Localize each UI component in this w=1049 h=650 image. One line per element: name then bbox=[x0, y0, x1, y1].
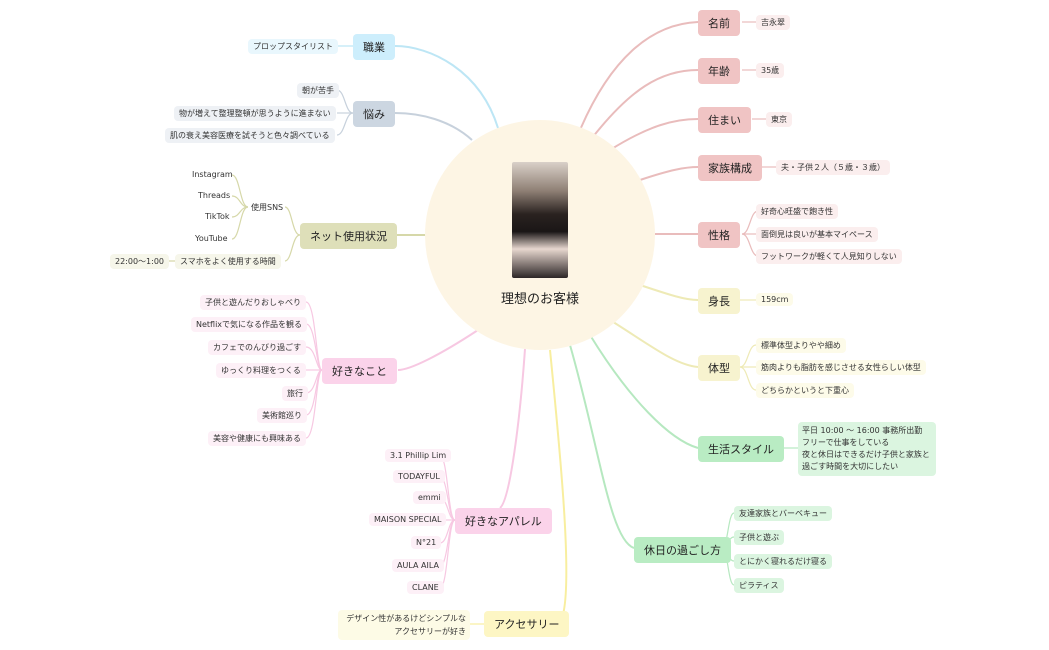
leaf-sns-label[interactable]: 使用SNS bbox=[251, 203, 284, 212]
leaf-apparel[interactable]: AULA AILA bbox=[392, 559, 444, 572]
leaf-accessory-line: アクセサリーが好き bbox=[394, 627, 466, 636]
leaf-personality[interactable]: フットワークが軽くて人見知りしない bbox=[756, 249, 902, 264]
leaf-like[interactable]: カフェでのんびり過ごす bbox=[208, 340, 307, 355]
leaf-holiday[interactable]: ピラティス bbox=[734, 578, 784, 593]
leaf-family[interactable]: 夫・子供２人（５歳・３歳） bbox=[776, 160, 890, 175]
node-family[interactable]: 家族構成 bbox=[698, 155, 762, 181]
leaf-like[interactable]: ゆっくり料理をつくる bbox=[216, 363, 306, 378]
leaf-sns[interactable]: YouTube bbox=[195, 234, 228, 243]
node-likes[interactable]: 好きなこと bbox=[322, 358, 397, 384]
leaf-height[interactable]: 159cm bbox=[756, 293, 794, 306]
leaf-personality[interactable]: 好奇心旺盛で飽き性 bbox=[756, 204, 838, 219]
node-net-usage[interactable]: ネット使用状況 bbox=[300, 223, 397, 249]
leaf-occupation[interactable]: プロップスタイリスト bbox=[248, 39, 338, 54]
node-height[interactable]: 身長 bbox=[698, 288, 740, 314]
leaf-like[interactable]: 美術館巡り bbox=[257, 408, 307, 423]
leaf-worry[interactable]: 肌の衰え美容医療を試そうと色々調べている bbox=[165, 128, 335, 143]
leaf-lifestyle-line: 過ごす時間を大切にしたい bbox=[802, 462, 899, 471]
leaf-phone-time-value[interactable]: 22:00〜1:00 bbox=[110, 254, 170, 269]
leaf-apparel[interactable]: MAISON SPECIAL bbox=[369, 513, 447, 526]
leaf-sns[interactable]: Threads bbox=[198, 191, 231, 200]
leaf-age[interactable]: 35歳 bbox=[756, 63, 785, 78]
leaf-like[interactable]: 美容や健康にも興味ある bbox=[208, 431, 306, 446]
leaf-lifestyle-line: フリーで仕事をしている bbox=[802, 438, 890, 447]
center-title: 理想のお客様 bbox=[500, 292, 579, 307]
leaf-worry[interactable]: 物が増えて整理整頓が思うように進まない bbox=[174, 106, 336, 121]
leaf-lifestyle[interactable]: 平日 10:00 〜 16:00 事務所出勤 フリーで仕事をしている 夜と休日は… bbox=[798, 422, 936, 476]
leaf-apparel[interactable]: CLANE bbox=[407, 581, 444, 594]
leaf-personality[interactable]: 面倒見は良いが基本マイペース bbox=[756, 227, 878, 242]
node-holiday[interactable]: 休日の過ごし方 bbox=[634, 537, 731, 563]
node-apparel[interactable]: 好きなアパレル bbox=[455, 508, 552, 534]
leaf-residence[interactable]: 東京 bbox=[766, 112, 792, 127]
leaf-sns[interactable]: TikTok bbox=[205, 212, 230, 221]
leaf-holiday[interactable]: 子供と遊ぶ bbox=[734, 530, 784, 545]
leaf-name[interactable]: 吉永翠 bbox=[756, 15, 790, 30]
leaf-phone-time-label[interactable]: スマホをよく使用する時間 bbox=[175, 254, 281, 269]
leaf-lifestyle-line: 平日 10:00 〜 16:00 事務所出勤 bbox=[802, 426, 923, 435]
node-personality[interactable]: 性格 bbox=[698, 222, 740, 248]
portrait-photo bbox=[512, 162, 568, 278]
node-age[interactable]: 年齢 bbox=[698, 58, 740, 84]
node-accessory[interactable]: アクセサリー bbox=[484, 611, 570, 637]
leaf-sns[interactable]: Instagram bbox=[192, 170, 233, 179]
leaf-like[interactable]: Netflixで気になる作品を観る bbox=[191, 317, 308, 332]
leaf-lifestyle-line: 夜と休日はできるだけ子供と家族と bbox=[802, 450, 930, 459]
leaf-apparel[interactable]: TODAYFUL bbox=[393, 470, 445, 483]
node-lifestyle[interactable]: 生活スタイル bbox=[698, 436, 784, 462]
leaf-apparel[interactable]: 3.1 Phillip Lim bbox=[385, 449, 452, 462]
leaf-accessory[interactable]: デザイン性があるけどシンプルな アクセサリーが好き bbox=[338, 610, 470, 640]
leaf-body[interactable]: 筋肉よりも脂肪を感じさせる女性らしい体型 bbox=[756, 360, 926, 375]
leaf-body[interactable]: 標準体型よりやや細め bbox=[756, 338, 846, 353]
node-name[interactable]: 名前 bbox=[698, 10, 740, 36]
leaf-worry[interactable]: 朝が苦手 bbox=[297, 83, 339, 98]
leaf-holiday[interactable]: とにかく寝れるだけ寝る bbox=[734, 554, 832, 569]
leaf-accessory-line: デザイン性があるけどシンプルな bbox=[346, 614, 466, 623]
node-worries[interactable]: 悩み bbox=[353, 101, 395, 127]
leaf-body[interactable]: どちらかというと下重心 bbox=[756, 383, 854, 398]
leaf-holiday[interactable]: 友達家族とバーベキュー bbox=[734, 506, 832, 521]
leaf-apparel[interactable]: emmi bbox=[413, 491, 446, 504]
leaf-like[interactable]: 旅行 bbox=[282, 386, 308, 401]
node-body[interactable]: 体型 bbox=[698, 355, 740, 381]
node-occupation[interactable]: 職業 bbox=[353, 34, 395, 60]
node-residence[interactable]: 住まい bbox=[698, 107, 751, 133]
leaf-like[interactable]: 子供と遊んだりおしゃべり bbox=[200, 295, 306, 310]
leaf-apparel[interactable]: N°21 bbox=[411, 536, 442, 549]
